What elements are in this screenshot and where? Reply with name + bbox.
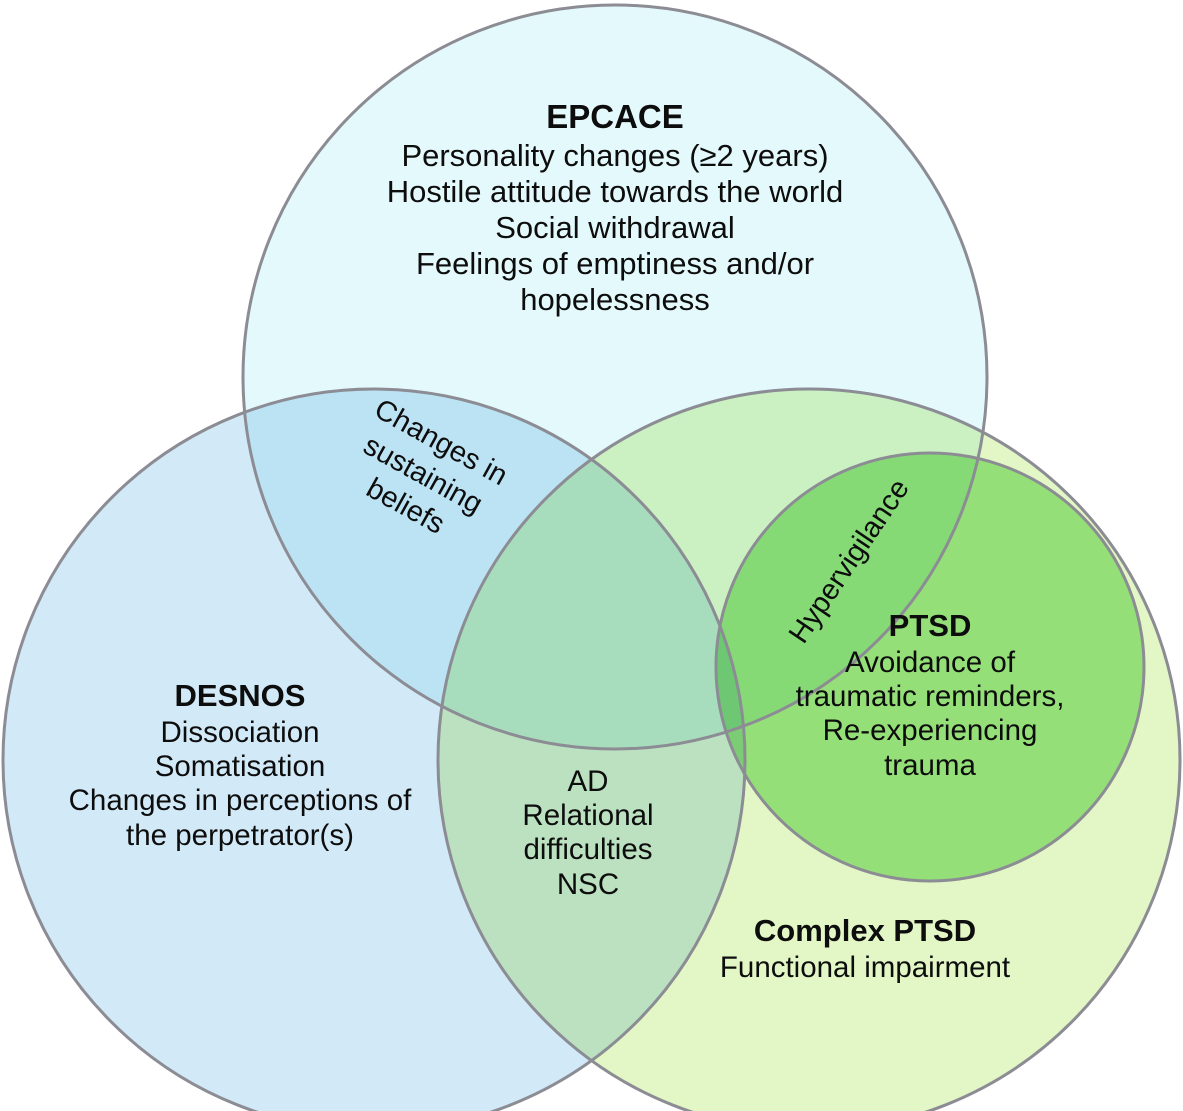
venn-outlines xyxy=(1,3,1182,1111)
circle-outline-epcace xyxy=(241,3,989,751)
circle-outline-desnos xyxy=(1,387,747,1111)
venn-fills xyxy=(3,5,1180,1111)
circle-ptsd[interactable] xyxy=(716,453,1144,881)
circle-outline-ptsd xyxy=(714,451,1146,883)
circle-outline-complex-ptsd xyxy=(436,387,1182,1111)
